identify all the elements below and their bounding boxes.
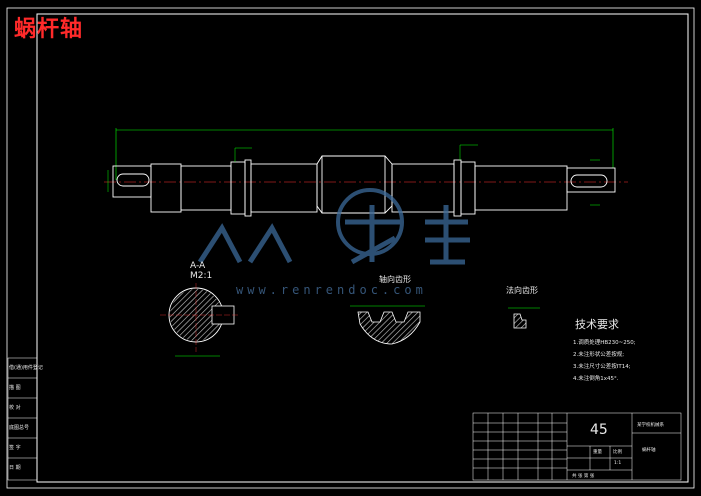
worm-shaft [112, 155, 616, 217]
axial-tooth-label: 轴向齿形 [379, 275, 411, 284]
normal-tooth-label: 法向齿形 [506, 286, 538, 295]
side-table [7, 357, 38, 481]
watermark-url: www.renrendoc.com [236, 283, 427, 297]
side-row-6: 日 期 [9, 465, 21, 471]
side-row-5: 签 字 [9, 445, 21, 451]
tech-item-1: 1.调质处理HB230~250; [573, 340, 636, 346]
material-value: 45 [590, 422, 608, 438]
part-name: 蜗杆轴 [642, 448, 656, 453]
side-row-4: 底图总号 [9, 425, 30, 431]
scale-label: 比例 [613, 450, 622, 455]
scale-ratio: 1:1 [614, 461, 622, 466]
tech-requirements-title: 技术要求 [575, 318, 619, 331]
sheet-count: 共 张 第 张 [572, 474, 595, 479]
tech-item-4: 4.未注倒角1x45°. [573, 376, 619, 382]
side-row-1: 借(通)用件登记 [9, 365, 43, 371]
section-label-line1: A-A [190, 261, 206, 271]
side-row-3: 校 对 [9, 405, 21, 411]
section-label-line2: M2:1 [190, 271, 213, 281]
section-a-a [160, 283, 240, 357]
inner-frame [36, 13, 689, 483]
shaft-dimension-ticks [107, 144, 600, 206]
title-block [472, 412, 682, 481]
axial-tooth-profile [350, 305, 425, 345]
normal-tooth-profile [508, 307, 540, 329]
tech-item-2: 2.未注形状公差按规; [573, 352, 625, 358]
side-row-2: 描 图 [9, 385, 21, 391]
overall-dimension [115, 128, 614, 180]
tech-item-3: 3.未注尺寸公差按IT14; [573, 364, 631, 370]
outer-frame [6, 7, 695, 489]
weight-label: 重量 [593, 450, 602, 455]
watermark-logo [197, 188, 470, 265]
school-name: 某学校机械系 [637, 423, 664, 428]
overlay-title: 蜗杆轴 [14, 16, 84, 42]
